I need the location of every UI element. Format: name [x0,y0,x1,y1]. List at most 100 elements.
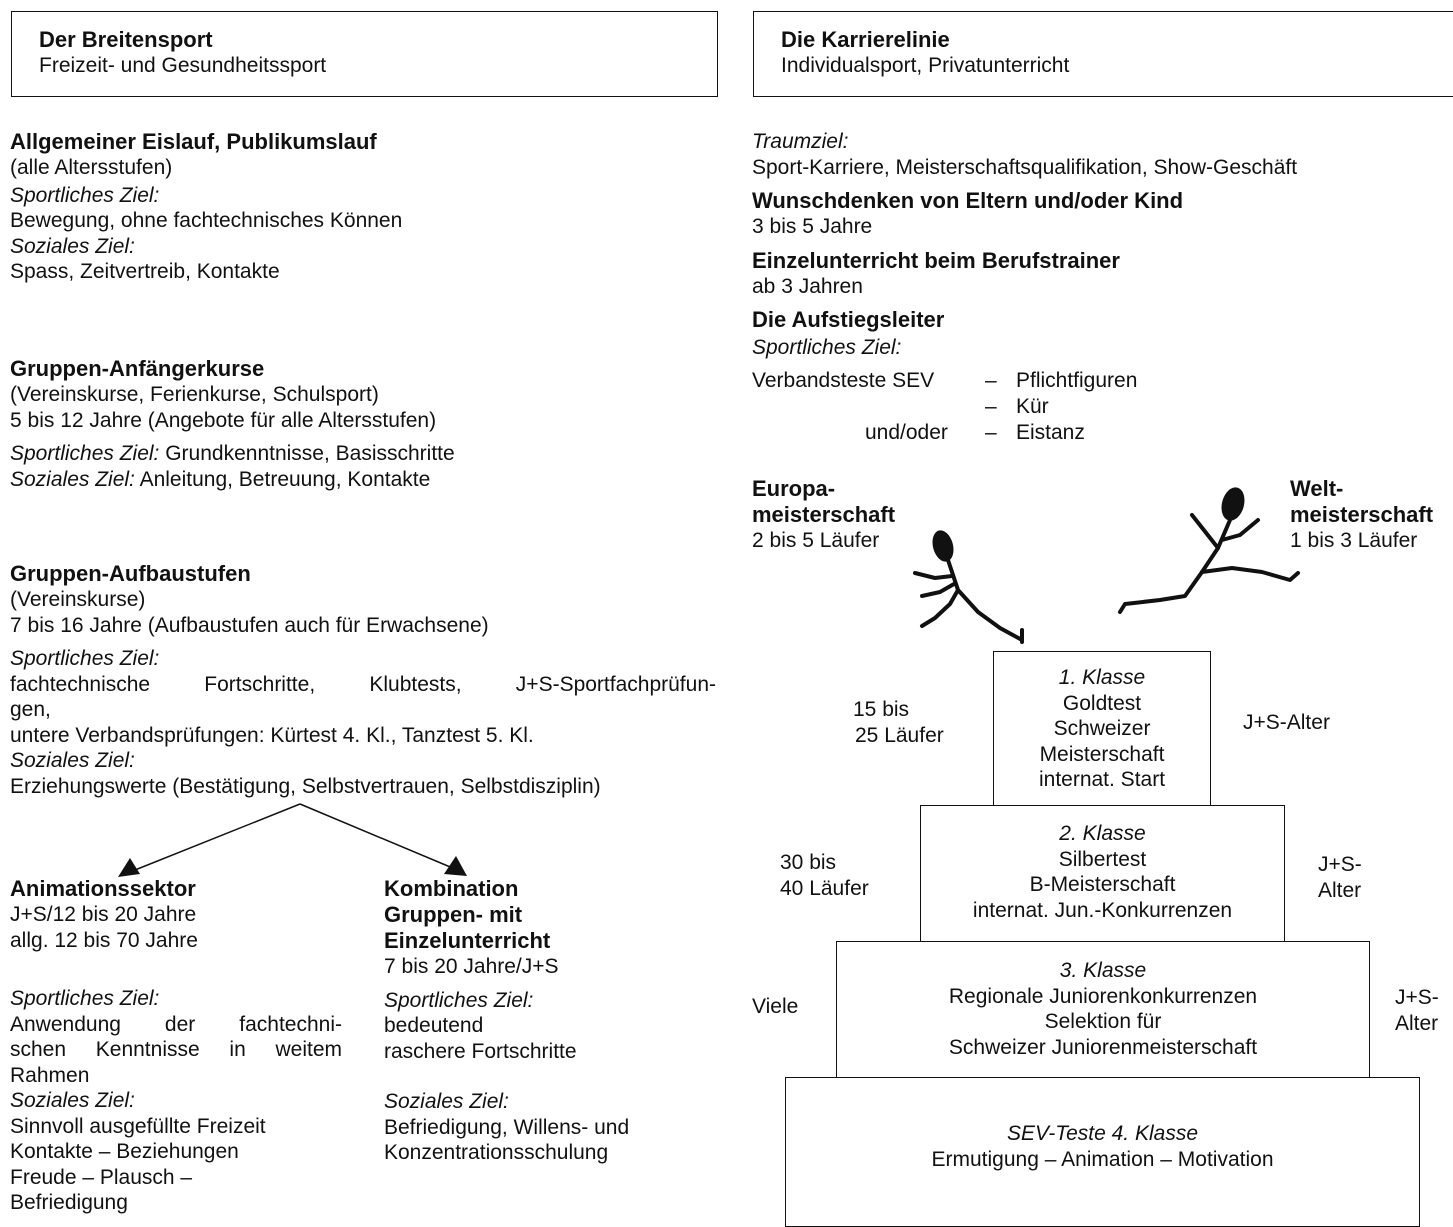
section-traumziel: Traumziel: Sport-Karriere, Meisterschaft… [752,129,1452,361]
animation-line2: allg. 12 bis 70 Jahre [10,928,198,952]
wm-line3: 1 bis 3 Läufer [1290,529,1418,552]
einzelunterricht-text: ab 3 Jahren [752,274,863,298]
arrow-line-left [129,803,301,873]
section-animationssektor: Animationssektor J+S/12 bis 20 Jahre all… [10,876,342,1216]
social-goal-label: Soziales Ziel: [10,234,135,258]
aufbaustufen-title: Gruppen-Aufbaustufen [10,561,251,586]
social-goal-label: Soziales Ziel: [10,1089,135,1112]
tier2-age: J+S- Alter [1318,852,1362,903]
sport-goal-line2: gen, [10,698,51,721]
dash-2: – [985,395,997,418]
tier3-line2: Selektion für [1044,1010,1162,1033]
kombination-title-1: Kombination [384,876,519,901]
section-anfaengerkurse: Gruppen-Anfängerkurse (Vereinskurse, Fer… [10,356,710,492]
kombination-title-2: Gruppen- mit [384,902,523,927]
section-kombination: Kombination Gruppen- mit Einzelunterrich… [384,876,704,1166]
sport-goal-line1: fachtechnische Fortschritte, Klubtests, … [10,672,716,696]
sport-goal-label: Sportliches Ziel: [384,988,534,1012]
sport-goal-line1: Anwendung der fachtechni- [10,1012,342,1036]
tier3-line1: Regionale Juniorenkonkurrenzen [948,984,1258,1008]
traumziel-text: Sport-Karriere, Meisterschaftsqualifikat… [752,155,1298,179]
tier3-title: 3. Klasse [1059,959,1147,982]
aufbaustufen-line2: 7 bis 16 Jahre (Aufbaustufen auch für Er… [10,613,489,637]
pyramid-tier-4: SEV-Teste 4. Klasse Ermutigung – Animati… [785,1077,1420,1227]
arrow-line-right [299,803,456,870]
breitensport-title: Der Breitensport [39,27,213,52]
tier2-count: 30 bis 40 Läufer [780,850,869,901]
arrowhead-left [118,858,140,877]
tier1-count-line2: 25 Läufer [855,723,944,747]
sport-goal-text: Bewegung, ohne fachtechnisches Können [10,209,403,232]
tier1-title: 1. Klasse [1058,666,1146,689]
tier2-line2: B-Meisterschaft [1029,873,1176,896]
tier1-line3: Meisterschaft [1039,742,1165,766]
publikumslauf-age: (alle Altersstufen) [10,156,173,179]
section-aufbaustufen: Gruppen-Aufbaustufen (Vereinskurse) 7 bi… [10,561,716,799]
sport-goal-row: Sportliches Ziel: Grundkenntnisse, Basis… [10,441,710,467]
social-goal-line2: Kontakte – Beziehungen [10,1140,239,1163]
sport-goal-text: Grundkenntnisse, Basisschritte [159,442,455,465]
sport-goal-line3: untere Verbandsprüfungen: Kürtest 4. Kl.… [10,723,534,747]
social-goal-text: Anleitung, Betreuung, Kontakte [134,467,431,491]
anfaengerkurse-title: Gruppen-Anfängerkurse [10,356,265,381]
wm-line1: Welt- [1290,476,1344,501]
pflichtfiguren-text: Pflichtfiguren [1016,369,1138,392]
tier1-count: 15 bis 25 Läufer [853,697,944,748]
tier3-age-line1: J+S- [1395,986,1439,1009]
sport-goal-line1: bedeutend [384,1014,484,1037]
tier2-title: 2. Klasse [1059,822,1146,845]
karrierelinie-header-box: Die Karrierelinie Individualsport, Priva… [753,11,1453,97]
social-goal-line3: Freude – Plausch – [10,1165,193,1189]
tier2-count-line2: 40 Läufer [780,876,869,900]
social-goal-line1: Sinnvoll ausgefüllte Freizeit [10,1114,266,1138]
tier1-line1: Goldtest [1062,691,1142,715]
sport-goal-label: Sportliches Ziel: [10,987,160,1010]
publikumslauf-title: Allgemeiner Eislauf, Publikumslauf [10,129,377,154]
social-goal-text: Spass, Zeitvertreib, Kontakte [10,260,280,283]
anfaengerkurse-line1: (Vereinskurse, Ferienkurse, Schulsport) [10,383,379,406]
section-publikumslauf: Allgemeiner Eislauf, Publikumslauf (alle… [10,129,710,285]
social-goal-line1: Befriedigung, Willens- und [384,1115,630,1139]
anfaengerkurse-line2: 5 bis 12 Jahre (Angebote für alle Alters… [10,408,437,432]
kombination-line1: 7 bis 20 Jahre/J+S [384,955,559,978]
europameisterschaft-label: Europa- meisterschaft 2 bis 5 Läufer [752,476,895,554]
tier2-line3: internat. Jun.-Konkurrenzen [972,898,1233,922]
eistanz-text: Eistanz [1016,421,1085,444]
wm-line2: meisterschaft [1290,502,1434,527]
dash-3: – [985,421,997,444]
wunschdenken-title: Wunschdenken von Eltern und/oder Kind [752,188,1184,213]
breitensport-header-box: Der Breitensport Freizeit- und Gesundhei… [11,11,718,97]
pyramid-tier-1: 1. Klasse Goldtest Schweizer Meisterscha… [993,651,1211,806]
aufbaustufen-line1: (Vereinskurse) [10,588,146,611]
sport-goal-label: Sportliches Ziel: [10,647,160,670]
traumziel-label: Traumziel: [752,130,849,153]
tier3-age: J+S- Alter [1395,985,1439,1036]
animation-title: Animationssektor [10,876,196,901]
undoder-text: und/oder [865,421,948,444]
social-goal-label: Soziales Ziel: [10,749,135,772]
animation-line1: J+S/12 bis 20 Jahre [10,903,197,926]
skater-right-icon [1118,487,1300,614]
social-goal-row: Soziales Ziel: Anleitung, Betreuung, Kon… [10,467,710,493]
tier3-count: Viele [752,995,799,1018]
tier1-line4: internat. Start [1038,768,1166,791]
tier1-count-line1: 15 bis [853,698,910,721]
weltmeisterschaft-label: Welt- meisterschaft 1 bis 3 Läufer [1290,476,1433,554]
tier2-age-line1: J+S- [1318,853,1362,876]
social-goal-label: Soziales Ziel: [10,467,135,491]
social-goal-line2: Konzentrationsschulung [384,1141,609,1164]
tier2-count-line1: 30 bis [780,851,837,874]
sport-goal-label: Sportliches Ziel: [10,442,160,465]
social-goal-text: Erziehungswerte (Bestätigung, Selbstvert… [10,774,601,798]
tier1-age: J+S-Alter [1243,711,1330,734]
social-goal-label: Soziales Ziel: [384,1090,509,1113]
tier3-age-line2: Alter [1395,1011,1439,1035]
sport-goal-line2: schen Kenntnisse in weitem [10,1038,342,1061]
tier1-line2: Schweizer [1053,717,1151,740]
sport-goal-line3: Rahmen [10,1063,90,1087]
sport-goal-label: Sportliches Ziel: [752,336,902,359]
sport-goal-label: Sportliches Ziel: [10,183,160,207]
aufstiegsleiter-title: Die Aufstiegsleiter [752,307,945,332]
